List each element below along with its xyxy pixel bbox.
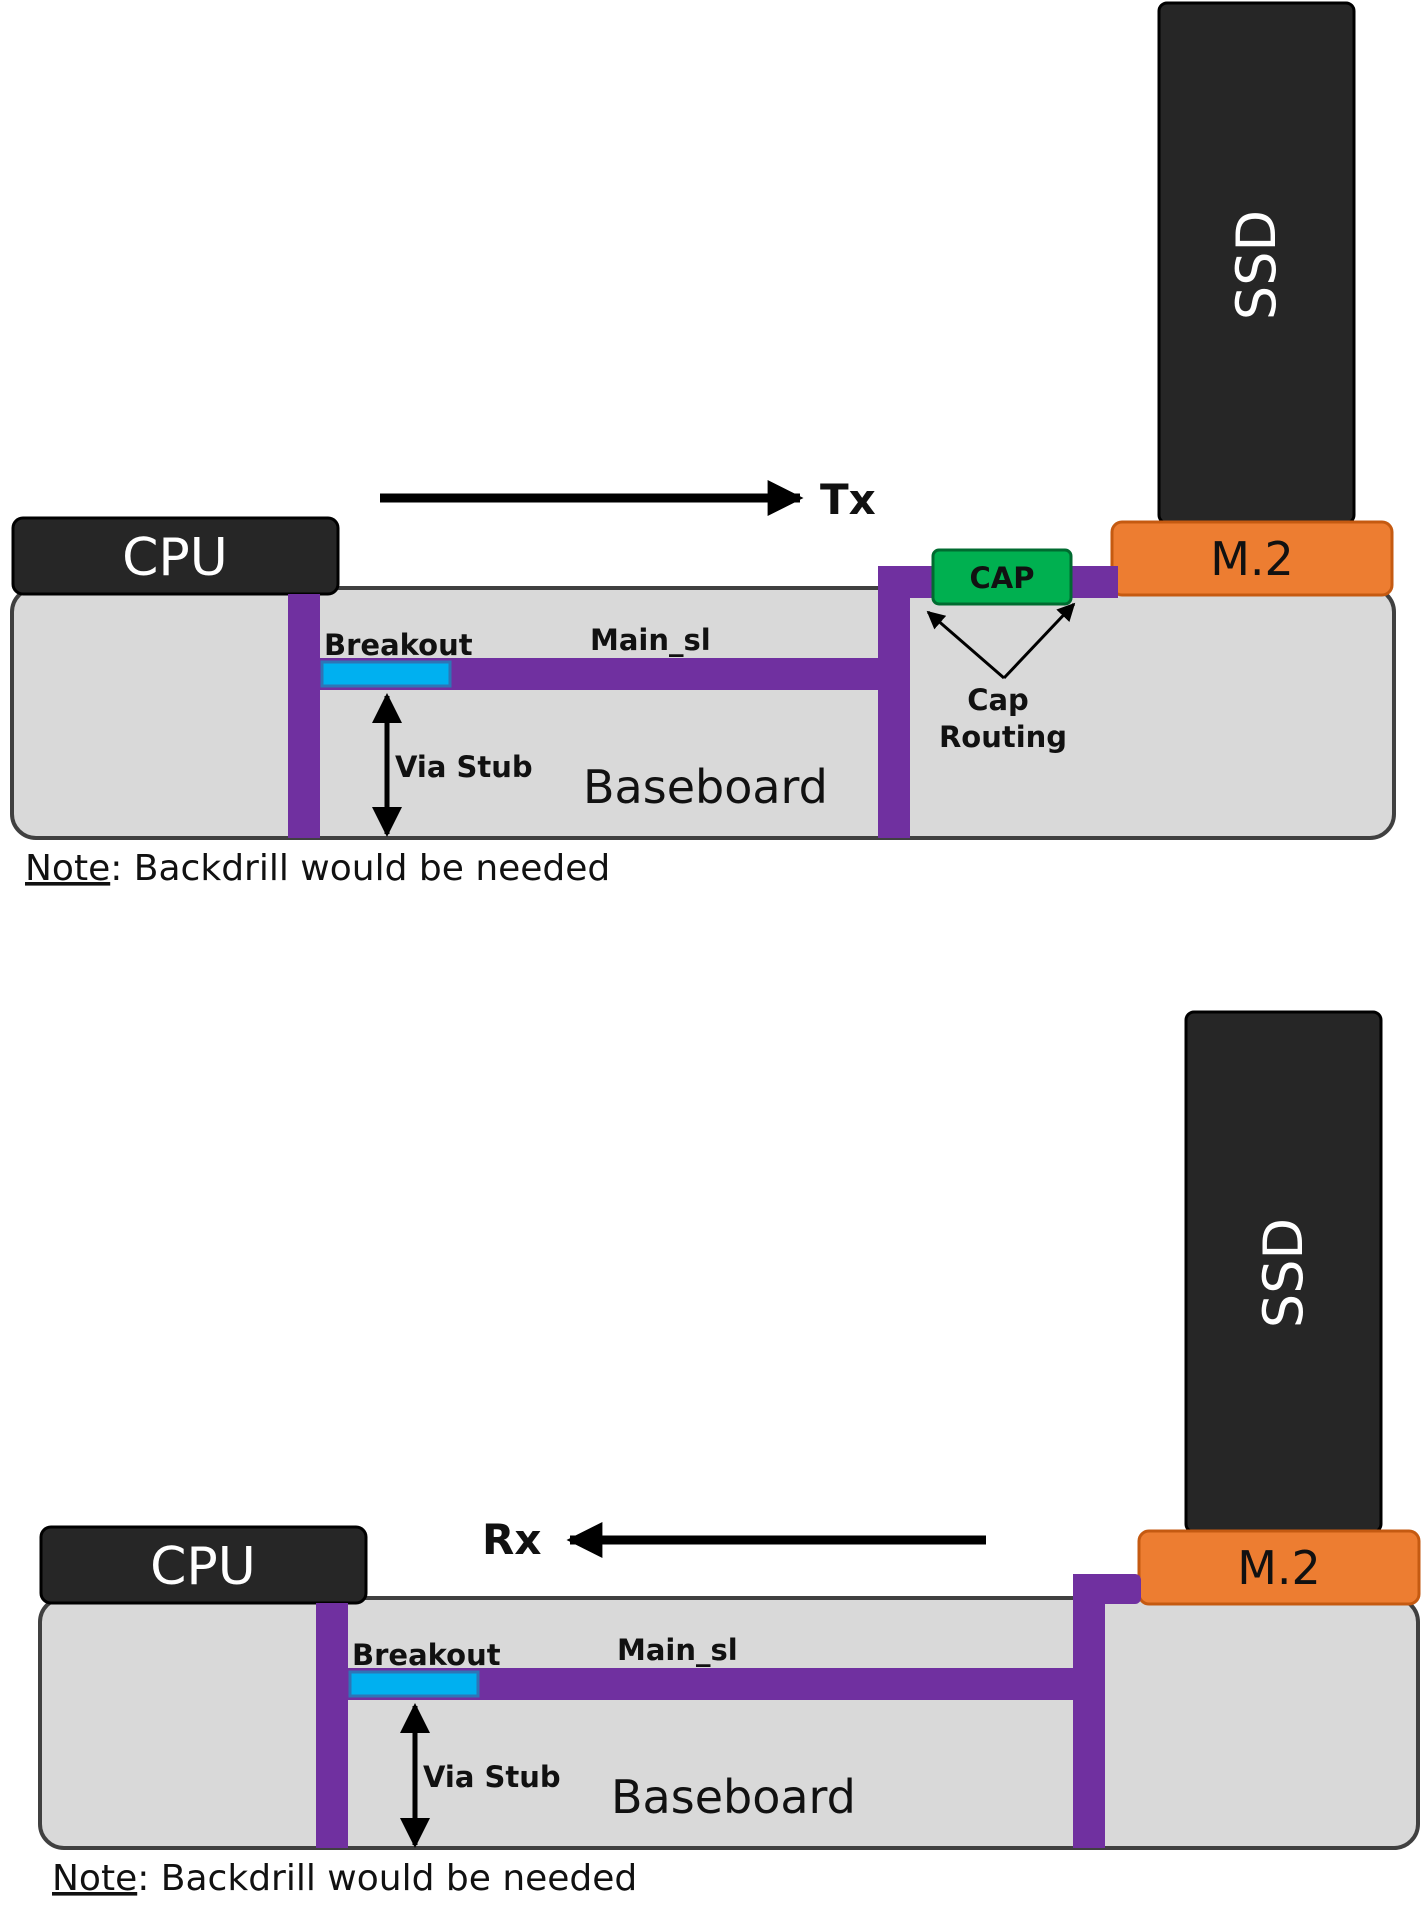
via-stub-label: Via Stub [395, 750, 533, 784]
cpu-block [11, 516, 340, 596]
cpu-label: CPU [122, 528, 228, 588]
breakout-label: Breakout [324, 628, 473, 662]
cpu-label: CPU [150, 1537, 256, 1597]
cap-label: CAP [970, 561, 1035, 595]
main-sl-label: Main_sl [590, 623, 711, 657]
m2-label: M.2 [1237, 1541, 1321, 1595]
baseboard-label: Baseboard [611, 1770, 856, 1824]
breakout-label: Breakout [352, 1638, 501, 1672]
cap-routing-arrow-left [926, 610, 1005, 680]
rx-diagram: SSD M.2 CPU Rx Breakout Main_sl Via Stub… [38, 1010, 1421, 1899]
via-stub-label: Via Stub [423, 1760, 561, 1794]
connector-via [1073, 1574, 1105, 1848]
note-line: Note: Backdrill would be needed [52, 1858, 637, 1899]
main-sl-label: Main_sl [617, 1633, 738, 1667]
cpu-block [39, 1525, 368, 1605]
m2-connector [1137, 1529, 1421, 1606]
cap-routing-label-line1: Cap [967, 683, 1029, 717]
cap-routing-arrow-right [1002, 602, 1076, 680]
connector-pad-trace [1073, 1574, 1141, 1604]
cap-routing-label-line2: Routing [939, 720, 1067, 754]
note-text: : Backdrill would be needed [137, 1858, 637, 1899]
baseboard [10, 586, 1396, 840]
ssd-label: SSD [1225, 210, 1288, 320]
note-line: Note: Backdrill would be needed [25, 848, 610, 889]
baseboard-label: Baseboard [583, 760, 828, 814]
cpu-via [288, 594, 320, 838]
m2-label: M.2 [1210, 532, 1294, 586]
cap-routing-left [878, 566, 933, 598]
breakout-segment [320, 660, 452, 688]
rx-label: Rx [482, 1515, 541, 1564]
cap-component [931, 548, 1073, 606]
note-label: Note [25, 848, 110, 889]
cap-routing-right [1068, 566, 1118, 598]
connector-via [878, 568, 910, 838]
note-label: Note [52, 1858, 137, 1899]
tx-diagram: SSD M.2 CPU CAP Tx Breakout Main_sl Via … [10, 1, 1396, 889]
breakout-segment [348, 1670, 480, 1698]
ssd-label: SSD [1252, 1218, 1315, 1328]
cpu-via [316, 1603, 348, 1848]
note-text: : Backdrill would be needed [110, 848, 610, 889]
m2-connector [1110, 520, 1394, 597]
tx-label: Tx [820, 475, 876, 524]
